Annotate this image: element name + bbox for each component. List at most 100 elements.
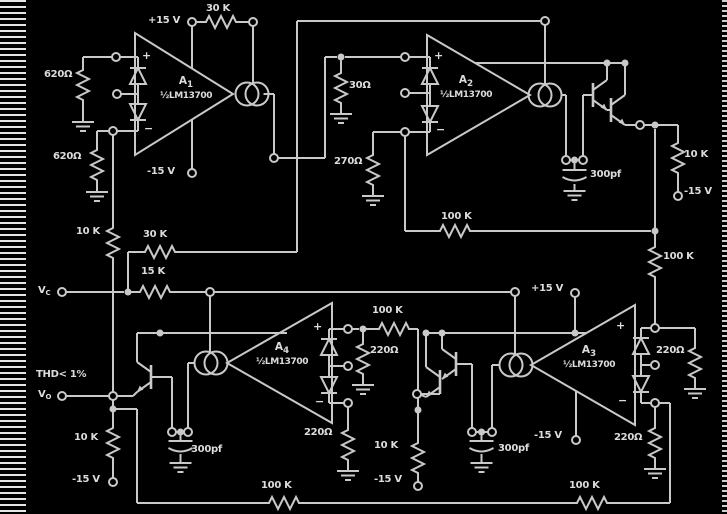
junction-dot [477, 427, 486, 437]
terminal [571, 435, 581, 445]
minus-sign: − [618, 394, 628, 407]
supply-label: -15 V [147, 166, 175, 177]
opamp-a2-label: A2 ½LM13700 [439, 74, 493, 101]
terminal [400, 127, 410, 137]
resistor-label: 620Ω [53, 151, 82, 162]
terminal [187, 17, 197, 27]
resistor-label: 100 K [663, 251, 694, 262]
terminal [187, 168, 197, 178]
junction-dot [650, 120, 660, 130]
ground-icon [71, 121, 95, 132]
resistor-100k-bottom-left [265, 496, 303, 510]
supply-label: -15 V [534, 430, 562, 441]
supply-label: -15 V [72, 474, 100, 485]
junction-dot [413, 405, 423, 415]
minus-sign: − [315, 395, 325, 408]
resistor-10k-top-right [671, 139, 685, 177]
capacitor-label: 300pf [590, 169, 621, 180]
ota-output-symbol-a3 [498, 352, 534, 378]
minus-sign: − [144, 122, 154, 135]
transistor-npn [135, 360, 153, 394]
resistor-label: 220Ω [370, 345, 399, 356]
junction-dot [108, 404, 118, 414]
junction-dot [437, 328, 447, 338]
scan-stripes-left [0, 0, 26, 514]
terminal [570, 288, 580, 298]
terminal [248, 17, 258, 27]
terminal [205, 287, 215, 297]
resistor-270ohm [366, 151, 380, 189]
transistor-npn [591, 78, 609, 112]
resistor-220-a4-top [356, 340, 370, 378]
resistor-100k-right [648, 243, 662, 281]
plus-sign: + [434, 49, 444, 62]
junction-dot [421, 328, 431, 338]
terminal [650, 323, 660, 333]
diode-icon [129, 103, 147, 121]
supply-label: +15 V [148, 15, 181, 26]
terminal [108, 477, 118, 487]
terminal [578, 155, 588, 165]
terminal [412, 389, 422, 399]
capacitor-300pf-topright [561, 169, 588, 182]
resistor-30k-feedback [141, 245, 179, 259]
opamp-a3-triangle [528, 303, 636, 427]
transistor-npn [424, 365, 442, 399]
ground-icon [329, 113, 353, 124]
terminal [413, 481, 423, 491]
ground-icon [361, 195, 385, 206]
minus-sign: − [436, 123, 446, 136]
ground-icon [643, 468, 667, 479]
capacitor-300pf-bottomright [468, 440, 495, 453]
capacitor-300pf-bottomleft [167, 440, 194, 453]
resistor-620-top [76, 66, 90, 104]
resistor-label: 100 K [569, 480, 600, 491]
ground-icon [85, 191, 109, 202]
ground-icon [683, 388, 707, 399]
terminal [167, 427, 177, 437]
scan-stripes-right [722, 0, 727, 514]
terminal [400, 88, 410, 98]
supply-label: +15 V [531, 283, 564, 294]
terminal [111, 52, 121, 62]
resistor-100k-a4 [375, 322, 413, 336]
resistor-label: 620Ω [44, 69, 73, 80]
terminal [269, 153, 279, 163]
terminal [183, 427, 193, 437]
resistor-10k-bottom-left [106, 424, 120, 462]
resistor-100k-mid [436, 224, 474, 238]
terminal [400, 52, 410, 62]
resistor-label: 15 K [141, 266, 165, 277]
resistor-220-a4-bottom [341, 426, 355, 464]
resistor-620-bottom [90, 146, 104, 184]
capacitor-label: 300pf [191, 444, 222, 455]
terminal [343, 324, 353, 334]
supply-label: -15 V [684, 186, 712, 197]
opamp-a2-triangle [426, 33, 532, 157]
terminal [510, 287, 520, 297]
input-vc-label: VC [38, 285, 51, 297]
junction-dot [155, 328, 165, 338]
resistor-10k-left [106, 224, 120, 262]
resistor-30ohm [334, 69, 348, 107]
terminal [673, 191, 683, 201]
terminal [635, 120, 645, 130]
terminal [540, 16, 550, 26]
junction-dot [570, 328, 580, 338]
resistor-label: 30 K [143, 229, 167, 240]
terminal [112, 89, 122, 99]
resistor-220-a3-bottom [648, 424, 662, 462]
wires-bottomright [420, 297, 696, 503]
resistor-label: 100 K [261, 480, 292, 491]
ground-icon [351, 384, 375, 395]
resistor-label: 220Ω [304, 427, 333, 438]
terminal [650, 360, 660, 370]
diode-icon [320, 338, 338, 356]
resistor-label: 10 K [76, 226, 100, 237]
ground-icon [469, 462, 494, 473]
plus-sign: + [313, 320, 323, 333]
capacitor-label: 300pf [498, 443, 529, 454]
resistor-15k [136, 285, 174, 299]
